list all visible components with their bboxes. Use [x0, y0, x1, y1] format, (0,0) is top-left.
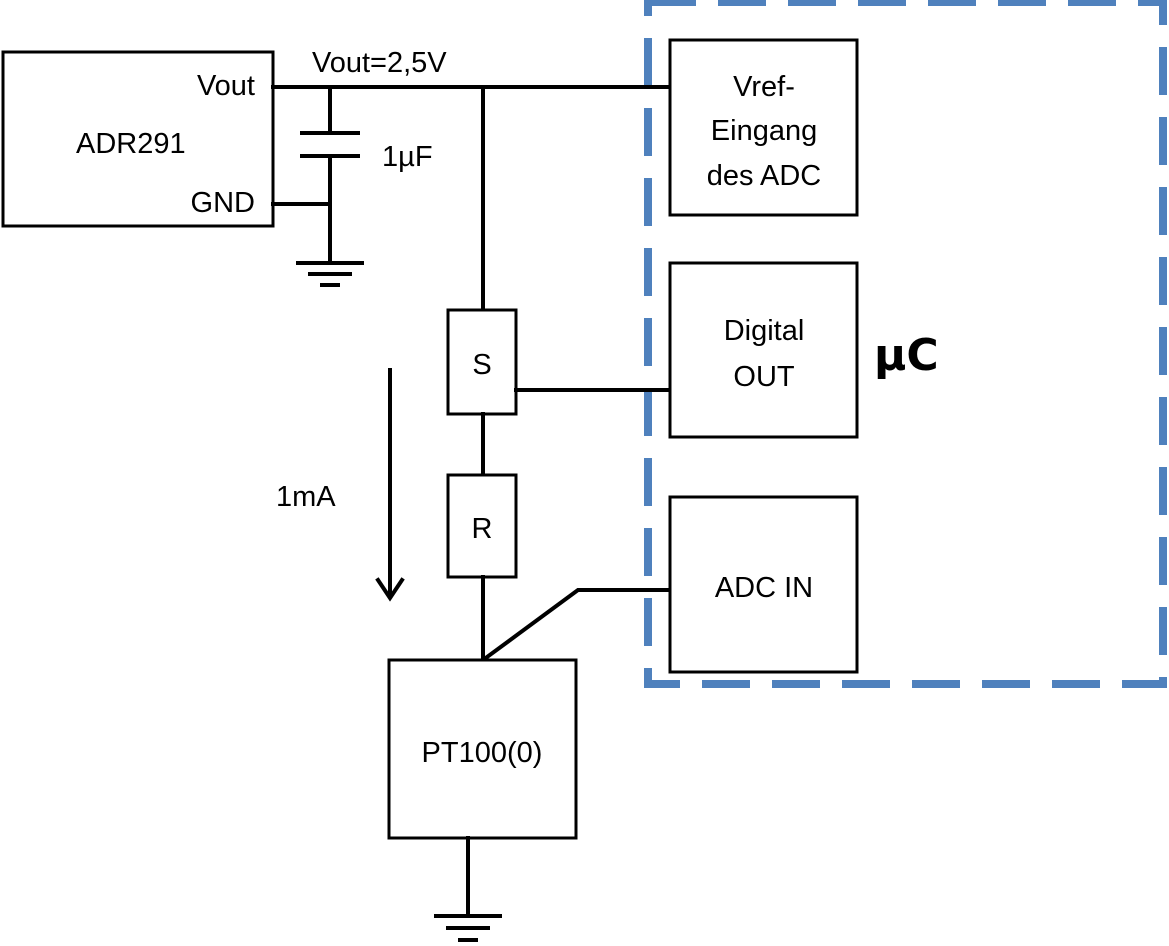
adr291-pin-gnd: GND	[191, 187, 255, 219]
adr291-label: ADR291	[76, 128, 186, 160]
adc-in-wire	[480, 588, 672, 663]
digital-out-line-1: Digital	[724, 315, 805, 347]
current-arrow	[375, 368, 405, 602]
resistor-box	[446, 473, 518, 579]
vref-line-2: Eingang	[711, 115, 817, 147]
digital-out-line-2: OUT	[733, 361, 795, 393]
digital-out-block	[668, 261, 859, 439]
adc-in-label: ADC IN	[715, 572, 813, 604]
current-label: 1mA	[276, 481, 336, 513]
vref-line-3: des ADC	[707, 160, 821, 192]
resistor-label: R	[472, 513, 493, 545]
vref-line-1: Vref-	[733, 71, 795, 103]
ground-symbol-top	[296, 261, 364, 287]
vref-block	[668, 38, 859, 217]
vout-net-label: Vout=2,5V	[312, 47, 447, 79]
switch-label: S	[472, 349, 491, 381]
ground-symbol-bottom	[434, 914, 502, 942]
sensor-label: PT100(0)	[422, 737, 543, 769]
adr291-box	[1, 50, 275, 228]
sensor-box	[387, 658, 578, 840]
microcontroller-label: µC	[874, 330, 939, 381]
adc-in-block	[668, 495, 859, 674]
switch-box	[446, 308, 518, 416]
microcontroller-boundary	[644, 0, 1167, 688]
adr291-pin-vout: Vout	[197, 70, 255, 102]
capacitor-value: 1µF	[382, 141, 433, 173]
